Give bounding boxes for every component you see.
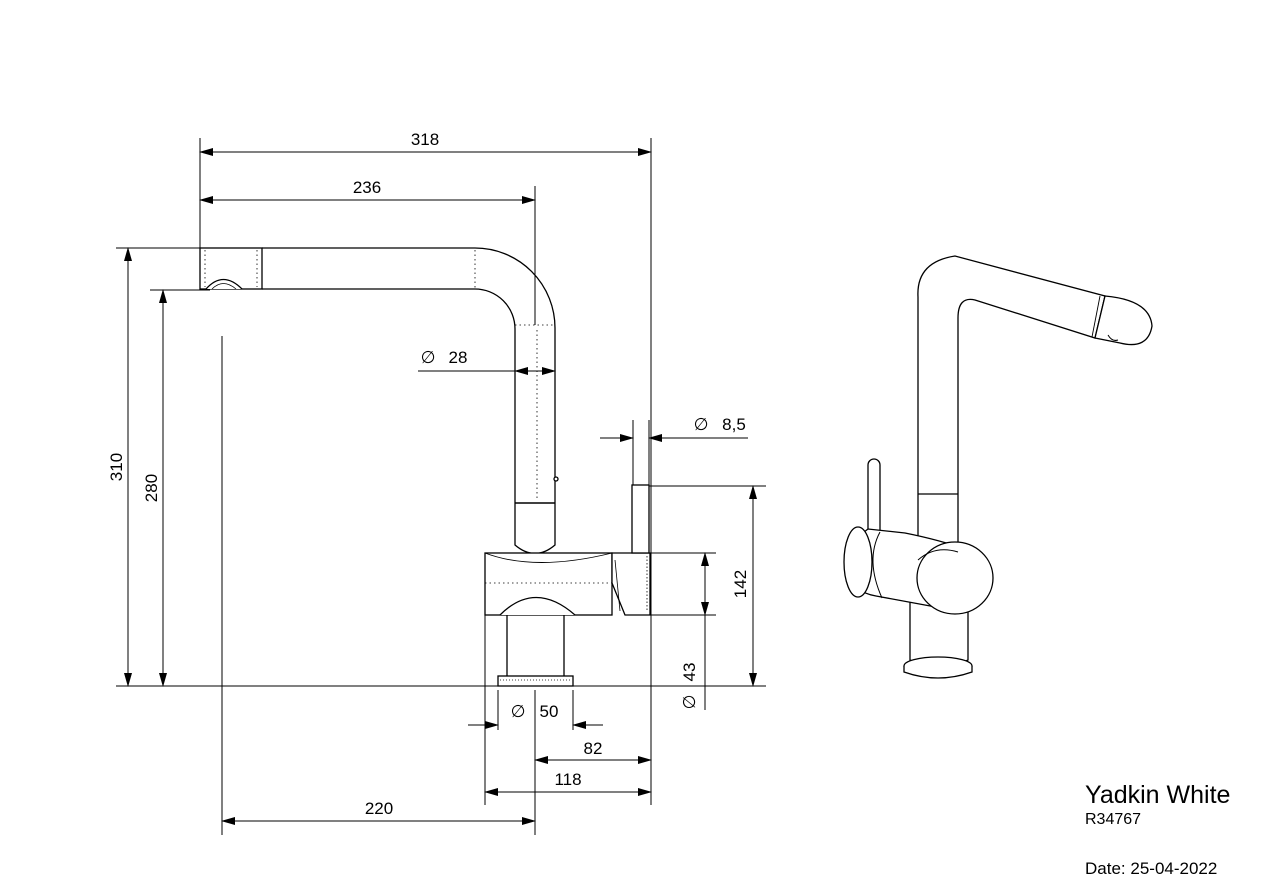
date-line: Date: 25-04-2022 <box>1085 859 1217 879</box>
dim-280-label: 280 <box>142 474 161 502</box>
dim-28-label: 28 <box>449 348 468 367</box>
perspective-spout-head <box>1094 295 1153 346</box>
perspective-lever-rod <box>867 458 881 540</box>
dim-8-5-label: 8,5 <box>722 415 746 434</box>
dimension-labels: 318 236 310 280 ∅ 28 ∅ 8,5 142 43 ∅ ∅ 50… <box>107 130 750 818</box>
dim-82-label: 82 <box>584 739 603 758</box>
spout-bend <box>474 247 556 329</box>
lever-rod <box>631 484 650 554</box>
dimension-lines <box>116 138 766 835</box>
perspective-handle-cap <box>916 541 994 615</box>
dim-318-label: 318 <box>411 130 439 149</box>
dim-220-label: 220 <box>365 799 393 818</box>
diameter-43-symbol: ∅ <box>680 695 699 710</box>
base-ring <box>497 675 574 687</box>
product-name: Yadkin White <box>1085 781 1231 809</box>
date-value: 25-04-2022 <box>1130 859 1218 878</box>
title-block: Yadkin White R34767 <box>1085 780 1230 830</box>
dim-142-label: 142 <box>731 570 750 598</box>
dim-43-label: 43 <box>680 663 699 682</box>
faucet-side-view <box>199 247 651 687</box>
dim-50-label: 50 <box>540 702 559 721</box>
diameter-28-symbol: ∅ <box>421 348 436 367</box>
date-label: Date: <box>1085 859 1126 878</box>
column-collar <box>514 503 556 555</box>
perspective-column <box>917 255 1106 561</box>
diameter-50-symbol: ∅ <box>511 702 526 721</box>
dim-310-label: 310 <box>107 453 126 481</box>
faucet-perspective-view <box>843 255 1153 679</box>
dim-236-label: 236 <box>353 178 381 197</box>
diameter-8-5-symbol: ∅ <box>694 415 709 434</box>
dim-118-label: 118 <box>554 770 581 789</box>
product-code: R34767 <box>1085 811 1142 828</box>
